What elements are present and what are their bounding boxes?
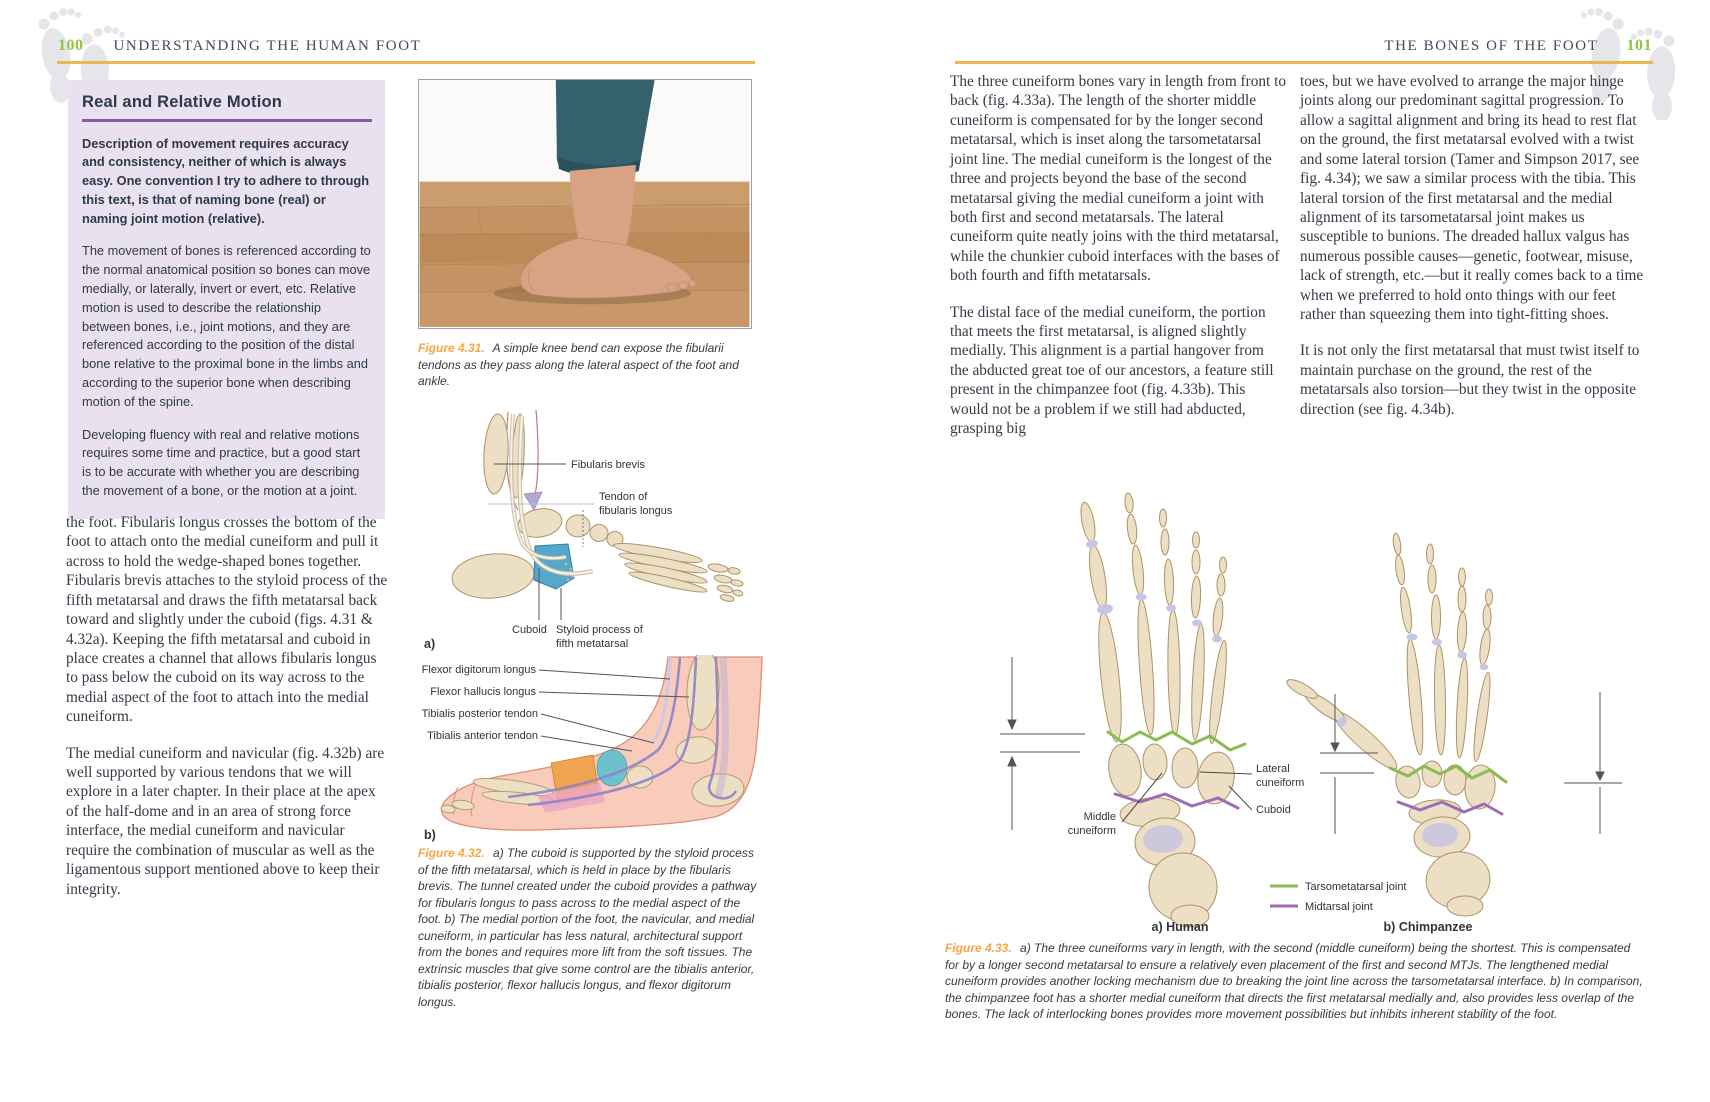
real-relative-motion-box: Real and Relative Motion Description of … <box>68 80 385 519</box>
left-header-rule <box>57 61 755 64</box>
cuboid-highlight <box>533 543 575 590</box>
right-header-rule <box>955 61 1653 64</box>
label-flexor-digitorum-longus: Flexor digitorum longus <box>422 664 537 676</box>
joint-line-legend: Tarsometatarsal joint Midtarsal joint <box>1270 881 1407 913</box>
label-lateral-cuneiform-2: cuneiform <box>1256 777 1304 789</box>
label-middle-cuneiform-2: cuneiform <box>1068 825 1116 837</box>
figure-433-caption: Figure 4.33. a) The three cuneiforms var… <box>945 940 1645 1023</box>
body-paragraph: It is not only the first metatarsal that… <box>1300 342 1640 418</box>
label-cuboid-433: Cuboid <box>1256 804 1291 816</box>
figure-431-photo <box>418 79 752 329</box>
figure-433-label: Figure 4.33. <box>945 941 1012 955</box>
info-box-lead: Description of movement requires accurac… <box>82 135 370 226</box>
human-midtarsal-joint-line <box>1113 792 1240 810</box>
legend-tmt-label: Tarsometatarsal joint <box>1305 881 1407 893</box>
body-paragraph: The three cuneiform bones vary in length… <box>950 73 1287 285</box>
label-flexor-hallucis-longus: Flexor hallucis longus <box>430 686 536 698</box>
chimpanzee-foot-skeleton <box>1286 532 1496 917</box>
label-tibialis-anterior-tendon: Tibialis anterior tendon <box>427 730 538 742</box>
label-lateral-cuneiform-1: Lateral <box>1256 763 1290 775</box>
label-fibularis-longus: fibularis longus <box>599 505 673 517</box>
figure-432-label: Figure 4.32. <box>418 846 485 860</box>
human-tarsometatarsal-joint-line <box>1106 730 1247 752</box>
label-fibularis-brevis: Fibularis brevis <box>571 459 645 471</box>
body-paragraph: The distal face of the medial cuneiform,… <box>950 303 1274 438</box>
subfigure-human-label: a) Human <box>1152 920 1209 934</box>
lateral-foot-skeleton <box>451 409 744 602</box>
extrinsic-tendons <box>507 656 738 807</box>
label-middle-cuneiform-1: Middle <box>1084 811 1116 823</box>
knee-bend-photo-art <box>419 80 750 327</box>
figure-432b-leader-lines <box>538 669 690 752</box>
navicular-highlight-teal <box>596 749 628 787</box>
info-box-rule <box>82 119 372 122</box>
body-paragraph: toes, but we have evolved to arrange the… <box>1300 73 1644 324</box>
subfigure-b-marker: b) <box>424 828 436 842</box>
figure-432b-medial-foot-diagram: Flexor digitorum longus Flexor hallucis … <box>422 655 763 842</box>
label-cuboid: Cuboid <box>512 624 547 636</box>
label-tibialis-posterior-tendon: Tibialis posterior tendon <box>422 708 538 720</box>
right-running-header: THE BONES OF THE FOOT 101 <box>955 37 1652 55</box>
info-box-para2: Developing fluency with real and relativ… <box>82 426 361 499</box>
body-paragraph: the foot. Fibularis longus crosses the b… <box>66 514 388 726</box>
right-page-number: 101 <box>1626 37 1652 54</box>
left-header-title: UNDERSTANDING THE HUMAN FOOT <box>113 38 422 54</box>
figure-432-caption: Figure 4.32. a) The cuboid is supported … <box>418 845 758 1010</box>
figure-433-caption-text: a) The three cuneiforms vary in length, … <box>945 941 1643 1022</box>
figure-431-label: Figure 4.31. <box>418 341 485 355</box>
left-running-header: 100 UNDERSTANDING THE HUMAN FOOT <box>58 37 421 55</box>
measurement-lines <box>1000 657 1622 834</box>
left-page-number: 100 <box>58 37 84 54</box>
legend-midtarsal-label: Midtarsal joint <box>1305 901 1373 913</box>
figure-431-caption: Figure 4.31. A simple knee bend can expo… <box>418 340 754 390</box>
right-column-2: toes, but we have evolved to arrange the… <box>1300 72 1652 419</box>
left-column-body: the foot. Fibularis longus crosses the b… <box>66 513 390 899</box>
chimp-midtarsal-joint-line <box>1396 800 1504 816</box>
subfigure-a-marker: a) <box>424 637 435 651</box>
figure-433-comparison-diagram: .bone{fill:#ecdfc3;stroke:#ab9468;stroke… <box>1000 492 1622 934</box>
subfigure-chimp-label: b) Chimpanzee <box>1384 920 1473 934</box>
right-column-1: The three cuneiform bones vary in length… <box>950 72 1286 439</box>
label-tendon-of: Tendon of <box>599 491 648 503</box>
label-styloid-2: fifth metatarsal <box>556 638 628 650</box>
label-styloid-1: Styloid process of <box>556 624 644 636</box>
human-foot-skeleton <box>1080 492 1235 928</box>
info-box-para1: The movement of bones is referenced acco… <box>82 243 371 409</box>
figure-433-leader-lines <box>1121 771 1253 823</box>
right-header-title: THE BONES OF THE FOOT <box>1384 38 1599 54</box>
figure-432a-leader-lines <box>488 463 594 620</box>
chimp-tarsometatarsal-joint-line <box>1388 764 1508 784</box>
fibularii-tendons <box>509 413 594 576</box>
figure-431-caption-text: A simple knee bend can expose the fibula… <box>418 341 739 389</box>
body-paragraph: The medial cuneiform and navicular (fig.… <box>66 744 385 898</box>
info-box-title: Real and Relative Motion <box>82 93 283 111</box>
figure-432a-lateral-foot-diagram: Fibularis brevis Tendon of fibularis lon… <box>424 409 744 651</box>
figure-432-caption-text: a) The cuboid is supported by the styloi… <box>418 846 757 1009</box>
